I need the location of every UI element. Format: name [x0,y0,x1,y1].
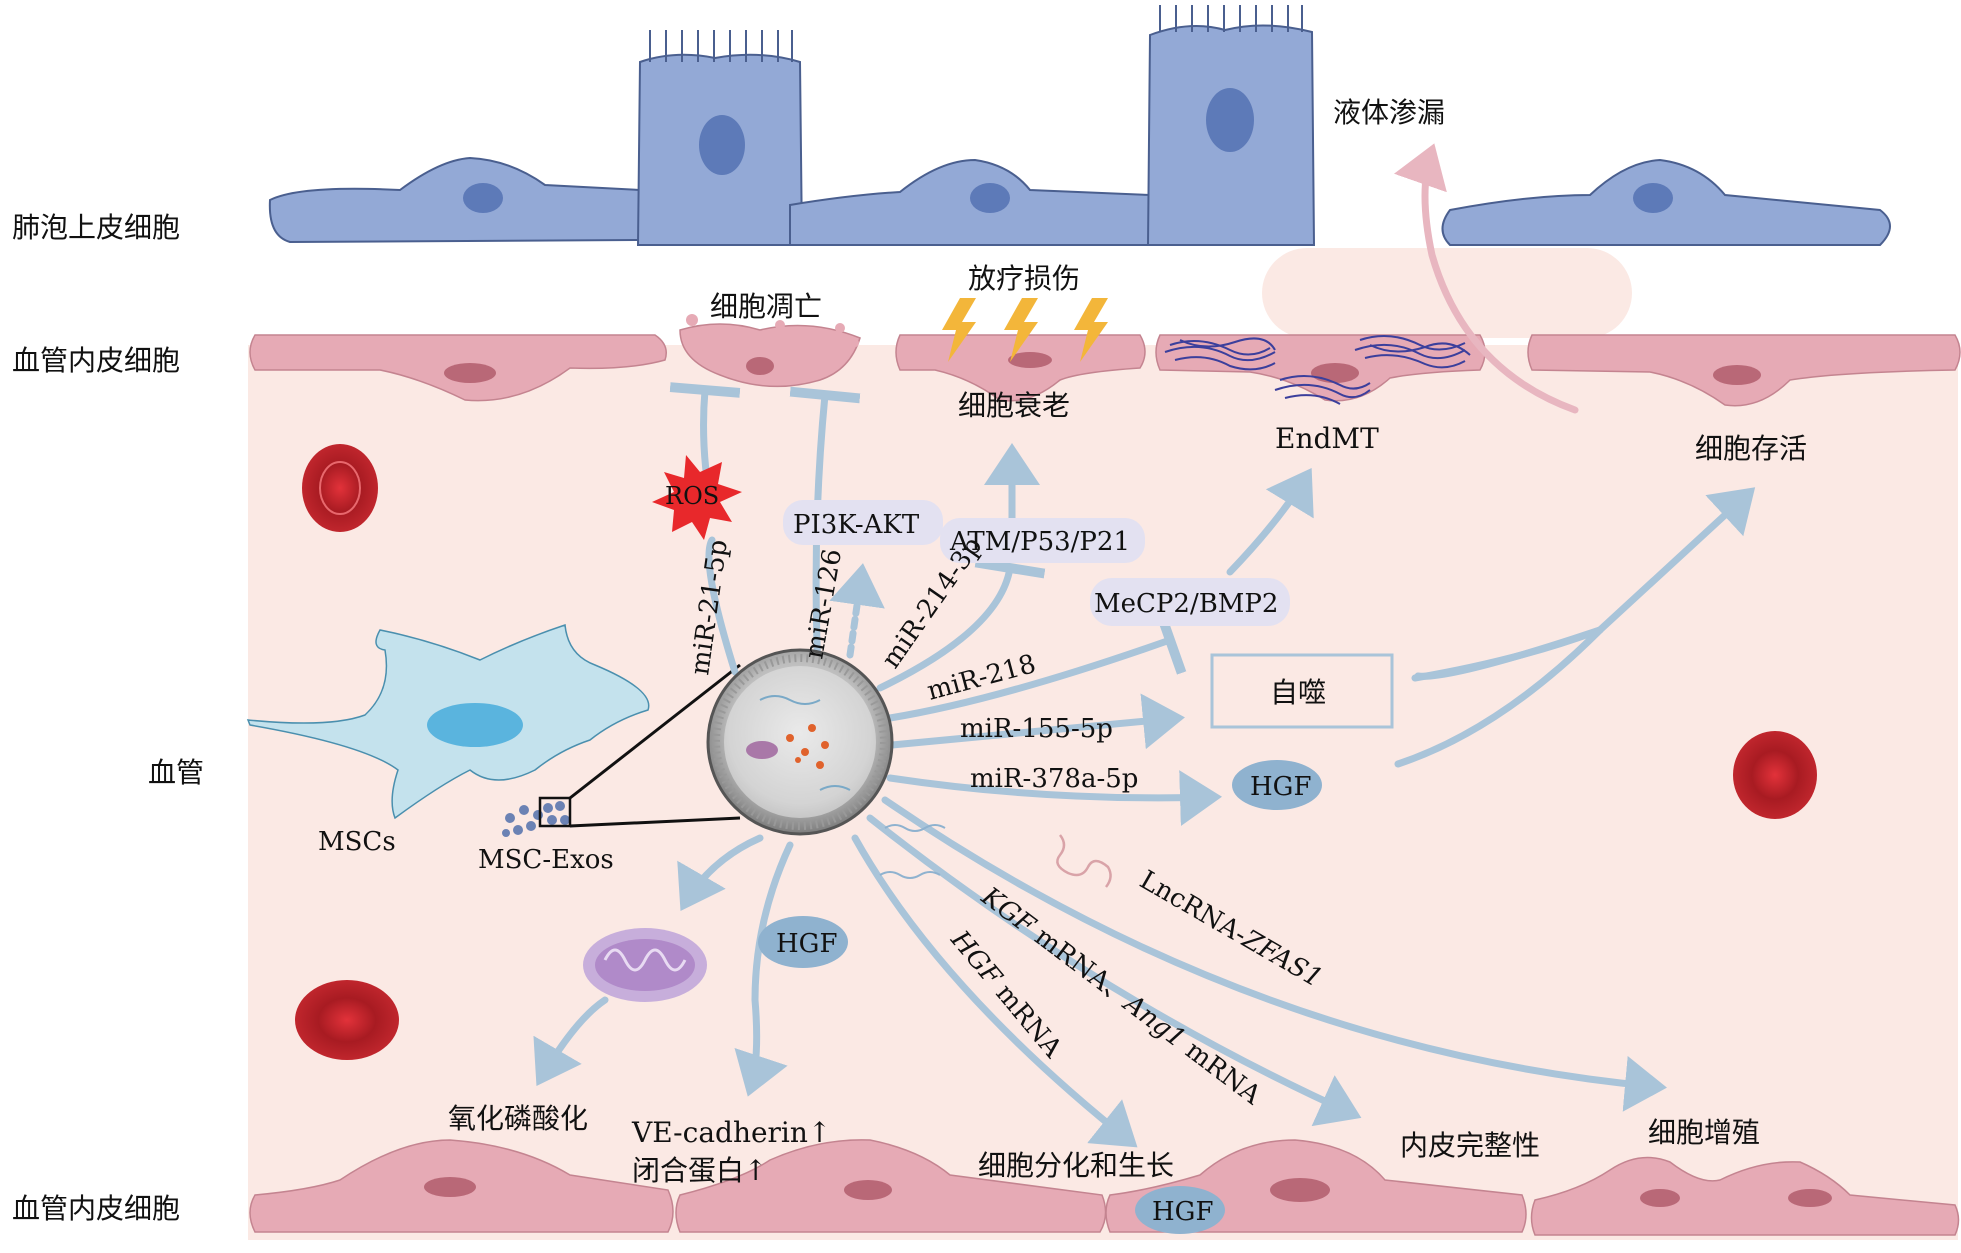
ros-starburst [652,455,742,540]
label-endothelium-bottom: 血管内皮细胞 [12,1192,180,1225]
pi3k-akt-node [783,500,943,545]
label-apoptosis: 细胞凋亡 [710,290,822,323]
label-mir155: miR-155-5p [960,714,1113,744]
label-ve-cadherin: VE-cadherin↑ [631,1116,831,1149]
red-blood-cells [295,444,1817,1060]
label-mscs: MSCs [318,827,396,857]
label-hgf-bottom: HGF [1152,1197,1213,1227]
mecp2-bmp2-node [1090,578,1290,626]
hgf-right-node [1232,760,1322,810]
pathway-arrows [533,382,1756,1148]
mrna-squiggle-2 [879,871,941,879]
lightning-icon [942,298,1108,362]
label-integrity: 内皮完整性 [1400,1129,1540,1162]
label-senescence: 细胞衰老 [958,389,1070,422]
msc-cell [246,623,650,820]
label-hgf-right: HGF [1250,772,1311,802]
label-differentiation: 细胞分化和生长 [978,1149,1174,1182]
label-atm-p53-p21: ATM/P53/P21 [949,527,1130,557]
label-proliferation: 细胞增殖 [1648,1116,1760,1149]
label-occludin: 闭合蛋白↑ [632,1154,767,1187]
label-pi3k-akt: PI3K-AKT [793,510,920,540]
bottom-endothelium [249,1139,1960,1236]
label-oxphos: 氧化磷酸化 [448,1102,588,1135]
leak-arrow [1394,143,1579,414]
lncrna-icon [1056,834,1112,888]
label-endmt: EndMT [1275,422,1379,455]
label-autophagy: 自噬 [1270,676,1326,709]
label-mecp2-bmp2: MeCP2/BMP2 [1094,589,1278,619]
alveolar-epithelium [268,5,1891,246]
label-endothelium-top: 血管内皮细胞 [12,344,180,377]
label-msc-exos: MSC-Exos [478,845,614,875]
label-survival: 细胞存活 [1695,432,1807,465]
label-alveolar-epithelium: 肺泡上皮细胞 [12,211,180,244]
label-fluid-leak: 液体渗漏 [1333,96,1445,129]
top-endothelium [249,314,1961,407]
atm-p53-p21-node [940,518,1145,563]
label-radiation-injury: 放疗损伤 [968,262,1080,295]
autophagy-box [1210,653,1394,729]
exosome-vesicle [706,648,894,836]
label-mir378: miR-378a-5p [970,764,1138,794]
zoom-box [538,796,572,828]
mrna-squiggle [884,824,946,832]
hgf-bottom-node [1135,1186,1225,1234]
hgf-center-node [758,916,848,968]
label-hgf-center: HGF [776,929,837,959]
vessel-lumen [248,345,1958,1240]
label-vessel: 血管 [148,756,204,789]
label-ros: ROS [665,482,719,510]
mitochondrion-icon [583,928,707,1002]
endmt-filaments [1164,335,1471,405]
